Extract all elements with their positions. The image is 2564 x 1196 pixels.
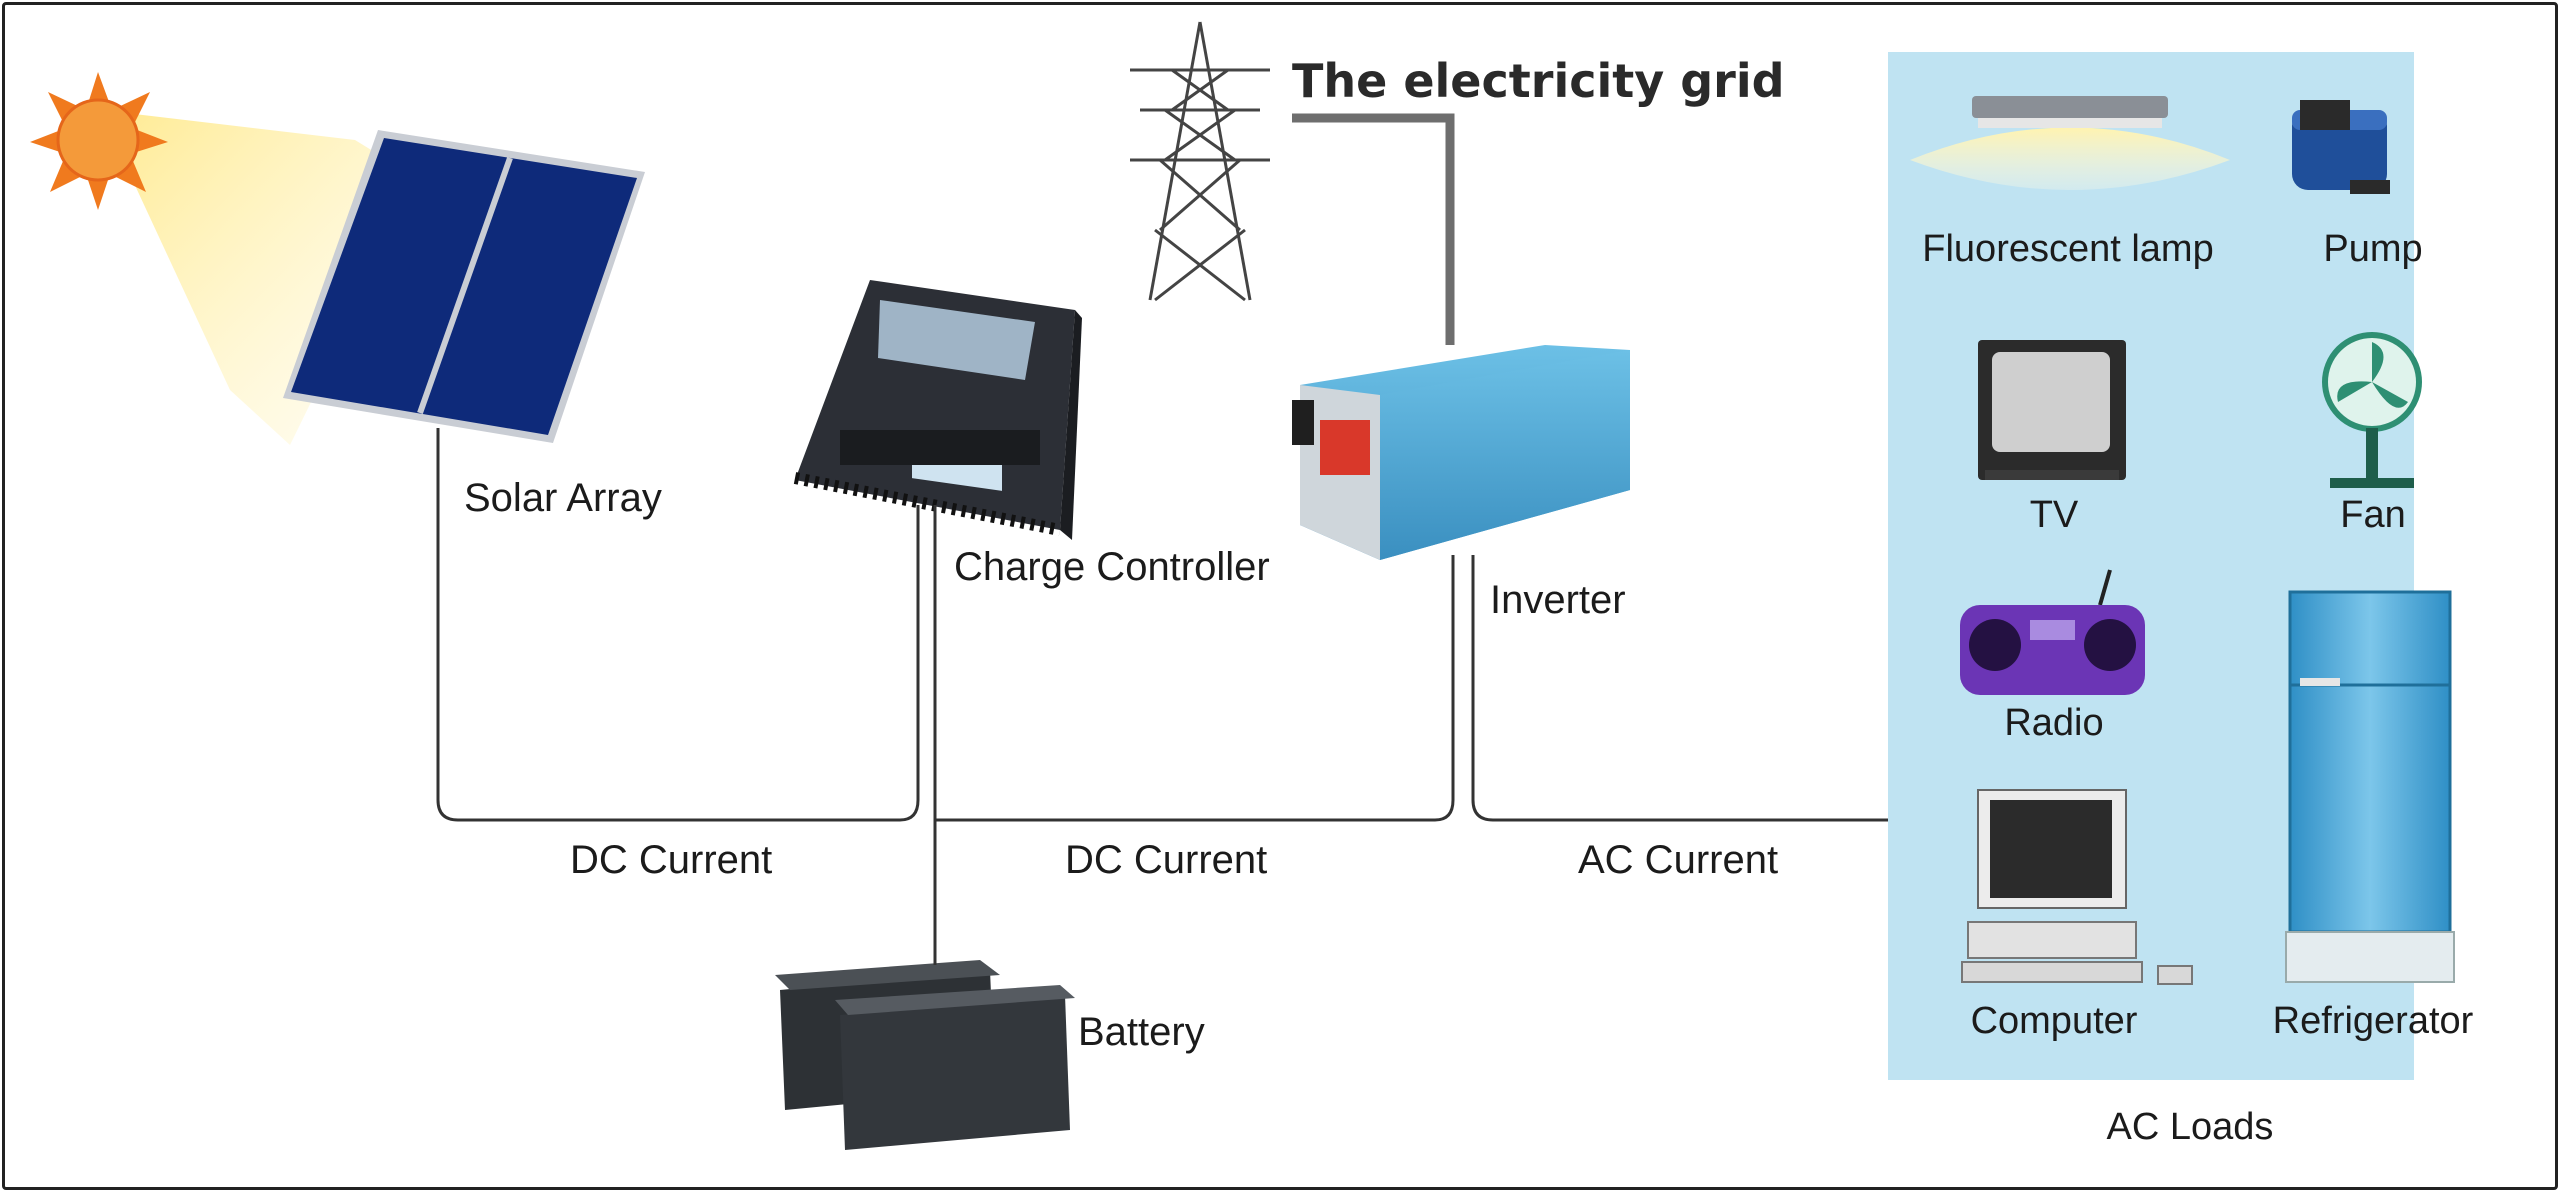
power-pylon-icon	[1130, 21, 1270, 302]
refrigerator-icon	[2285, 590, 2455, 983]
load-label-tv: TV	[2029, 494, 2079, 536]
wire-inverter-to-loads	[1471, 555, 1888, 822]
charge-controller-icon	[793, 280, 1082, 540]
ac-current-label: AC Current	[1578, 838, 1779, 882]
sunlight-beam	[100, 110, 420, 445]
grid-connection-wire	[1292, 113, 1455, 345]
fluorescent-lamp-icon	[1910, 96, 2230, 190]
charge-controller-label: Charge Controller	[954, 545, 1270, 589]
load-label-fan: Fan	[2340, 494, 2406, 536]
radio-icon	[1960, 569, 2145, 695]
ac-loads-title: AC Loads	[2106, 1106, 2274, 1148]
dc-current-label-2: DC Current	[1065, 838, 1268, 882]
solar-panel-icon	[283, 130, 645, 443]
grid-label: The electricity grid	[1292, 54, 1785, 108]
dc-current-label-1: DC Current	[570, 838, 773, 882]
load-label-radio: Radio	[2004, 702, 2104, 744]
tv-icon	[1978, 340, 2126, 480]
load-label-computer: Computer	[1970, 1000, 2138, 1042]
pump-icon	[2292, 100, 2390, 194]
load-label-refrigerator: Refrigerator	[2272, 1000, 2474, 1042]
battery-label: Battery	[1078, 1010, 1205, 1054]
battery-icon	[775, 960, 1075, 1150]
computer-icon	[1961, 789, 2193, 985]
fan-icon	[2322, 332, 2422, 488]
inverter-icon	[1292, 345, 1630, 560]
solar-array-label: Solar Array	[464, 476, 662, 520]
load-label-pump: Pump	[2323, 228, 2423, 270]
inverter-label: Inverter	[1490, 578, 1626, 622]
load-label-fluorescent-lamp: Fluorescent lamp	[1922, 228, 2214, 270]
wire-controller-to-inverter	[935, 555, 1455, 822]
sun-icon	[30, 72, 168, 210]
wire-solar-to-controller	[436, 428, 920, 822]
